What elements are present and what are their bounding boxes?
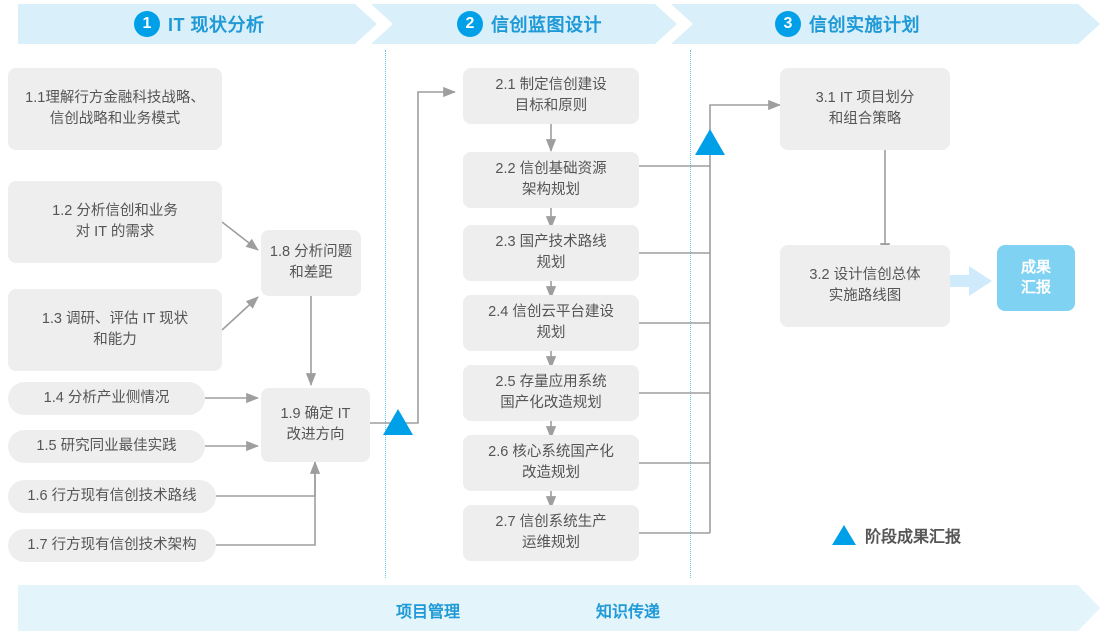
milestone-triangle-phase2 bbox=[695, 129, 725, 155]
process-box-1-3[interactable]: 1.3 调研、评估 IT 现状和能力 bbox=[8, 289, 222, 371]
process-box-3-2[interactable]: 3.2 设计信创总体实施路线图 bbox=[780, 245, 950, 327]
milestone-triangle-icon bbox=[832, 525, 856, 545]
process-box-2-1[interactable]: 2.1 制定信创建设目标和原则 bbox=[463, 68, 639, 124]
phase-title-3: 信创实施计划 bbox=[809, 15, 920, 35]
phase-label-1: 1 IT 现状分析 bbox=[134, 10, 265, 38]
process-box-1-1[interactable]: 1.1理解行方金融科技战略、信创战略和业务模式 bbox=[8, 68, 222, 150]
phase-number-3: 3 bbox=[775, 11, 801, 37]
phase-header-band bbox=[0, 0, 1115, 48]
process-box-1-7[interactable]: 1.7 行方现有信创技术架构 bbox=[8, 529, 216, 562]
process-box-1-6[interactable]: 1.6 行方现有信创技术路线 bbox=[8, 480, 216, 513]
legend-label: 阶段成果汇报 bbox=[865, 529, 962, 546]
process-box-2-5[interactable]: 2.5 存量应用系统国产化改造规划 bbox=[463, 365, 639, 421]
process-box-2-6[interactable]: 2.6 核心系统国产化改造规划 bbox=[463, 435, 639, 491]
phase-label-3: 3 信创实施计划 bbox=[775, 10, 920, 38]
process-box-1-4[interactable]: 1.4 分析产业侧情况 bbox=[8, 382, 205, 415]
phase-number-2: 2 bbox=[457, 11, 483, 37]
legend: 阶段成果汇报 bbox=[832, 523, 961, 547]
process-box-2-3[interactable]: 2.3 国产技术路线规划 bbox=[463, 225, 639, 281]
phase-label-2: 2 信创蓝图设计 bbox=[457, 10, 602, 38]
bottom-band bbox=[0, 585, 1115, 631]
phase-title-2: 信创蓝图设计 bbox=[491, 15, 602, 35]
process-box-2-4[interactable]: 2.4 信创云平台建设规划 bbox=[463, 295, 639, 351]
process-box-1-8[interactable]: 1.8 分析问题和差距 bbox=[261, 230, 361, 296]
process-box-1-2[interactable]: 1.2 分析信创和业务对 IT 的需求 bbox=[8, 181, 222, 263]
process-box-2-2[interactable]: 2.2 信创基础资源架构规划 bbox=[463, 152, 639, 208]
lane-divider-2-3 bbox=[690, 50, 691, 578]
milestone-triangle-phase1 bbox=[383, 409, 413, 435]
lane-divider-1-2 bbox=[385, 50, 386, 578]
bottom-label-project-management: 项目管理 bbox=[396, 604, 461, 621]
result-badge[interactable]: 成果汇报 bbox=[997, 245, 1075, 311]
phase-number-1: 1 bbox=[134, 11, 160, 37]
process-box-1-5[interactable]: 1.5 研究同业最佳实践 bbox=[8, 430, 205, 463]
bottom-label-knowledge-transfer: 知识传递 bbox=[596, 604, 661, 621]
process-box-2-7[interactable]: 2.7 信创系统生产运维规划 bbox=[463, 505, 639, 561]
process-box-3-1[interactable]: 3.1 IT 项目划分和组合策略 bbox=[780, 68, 950, 150]
phase-title-1: IT 现状分析 bbox=[168, 15, 265, 35]
